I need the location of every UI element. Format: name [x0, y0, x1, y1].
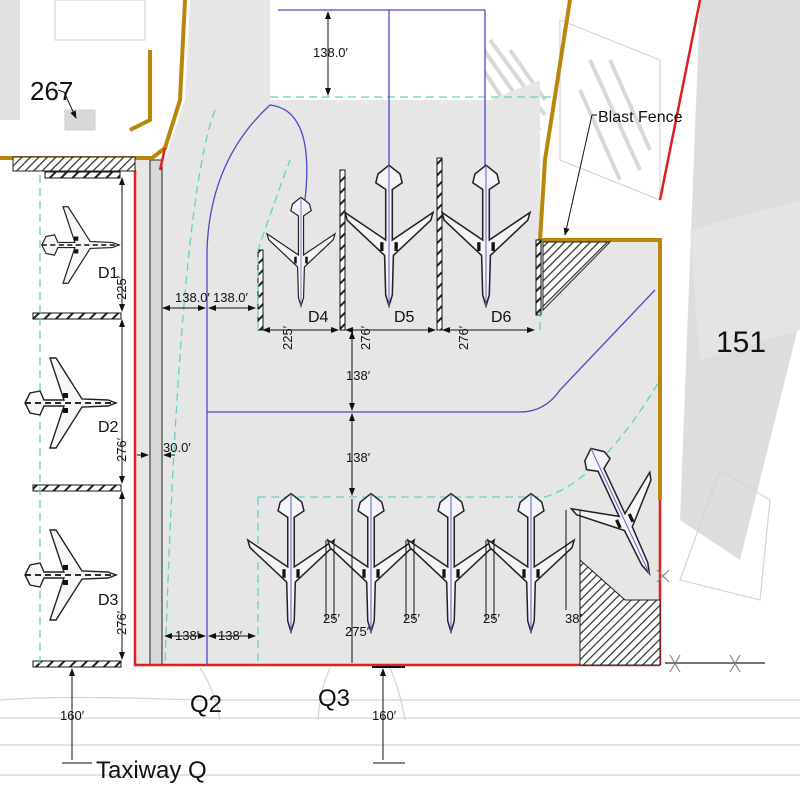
dimension-lines: [62, 11, 535, 764]
dim-service-road: 30.0′: [163, 440, 191, 455]
dim-wing-gap-end: 38′: [565, 611, 582, 626]
dim-top-lane: 138.0′: [313, 45, 349, 60]
dim-center-lower: 138′: [346, 450, 371, 465]
dim-center-upper: 138′: [346, 368, 371, 383]
gate-markers: [656, 569, 765, 673]
stand-d2-label: D2: [98, 419, 119, 436]
stand-d6-label: D6: [491, 309, 512, 326]
stand-d3-depth: 276′: [114, 610, 129, 635]
dim-wing-gap-1: 25′: [323, 611, 340, 626]
dim-wing-gap-2: 25′: [403, 611, 420, 626]
stand-d5-depth: 276′: [358, 325, 373, 350]
wing-clearance-lines: [325, 510, 581, 620]
stand-d5-label: D5: [394, 309, 415, 326]
stand-d1-label: D1: [98, 265, 119, 282]
stand-d3-label: D3: [98, 592, 119, 609]
connector-q3-label: Q3: [318, 685, 350, 712]
blast-fence-label: Blast Fence: [598, 109, 683, 126]
background-site-features: [0, 0, 800, 776]
dim-left-lane-b: 138.0′: [213, 290, 249, 305]
building-151-label: 151: [716, 326, 766, 359]
dim-taxiway-offset-left: 160′: [60, 708, 85, 723]
stand-d4-label: D4: [308, 309, 329, 326]
stand-d2-depth: 276′: [114, 437, 129, 462]
dim-left-lane-a: 138.0′: [175, 290, 211, 305]
building-267-label: 267: [30, 76, 73, 106]
stand-dividers: [32, 157, 542, 668]
stand-d6-depth: 276′: [456, 325, 471, 350]
connector-q2-label: Q2: [190, 691, 222, 718]
taxilane-centerlines: [206, 9, 656, 665]
dim-wing-gap-3: 25′: [483, 611, 500, 626]
stand-d1-depth: 225′: [114, 275, 129, 300]
dim-bottom-row-depth: 275′: [345, 624, 370, 639]
dim-taxiway-offset-right: 160′: [372, 708, 397, 723]
blast-fence: [12, 156, 661, 666]
callout-leaders: [57, 89, 597, 236]
dim-bottom-lane-b: 138′: [218, 628, 243, 643]
taxiway-q-label: Taxiway Q: [96, 757, 207, 784]
stand-d4-depth: 225′: [280, 325, 295, 350]
dim-bottom-lane-a: 138′: [175, 628, 200, 643]
